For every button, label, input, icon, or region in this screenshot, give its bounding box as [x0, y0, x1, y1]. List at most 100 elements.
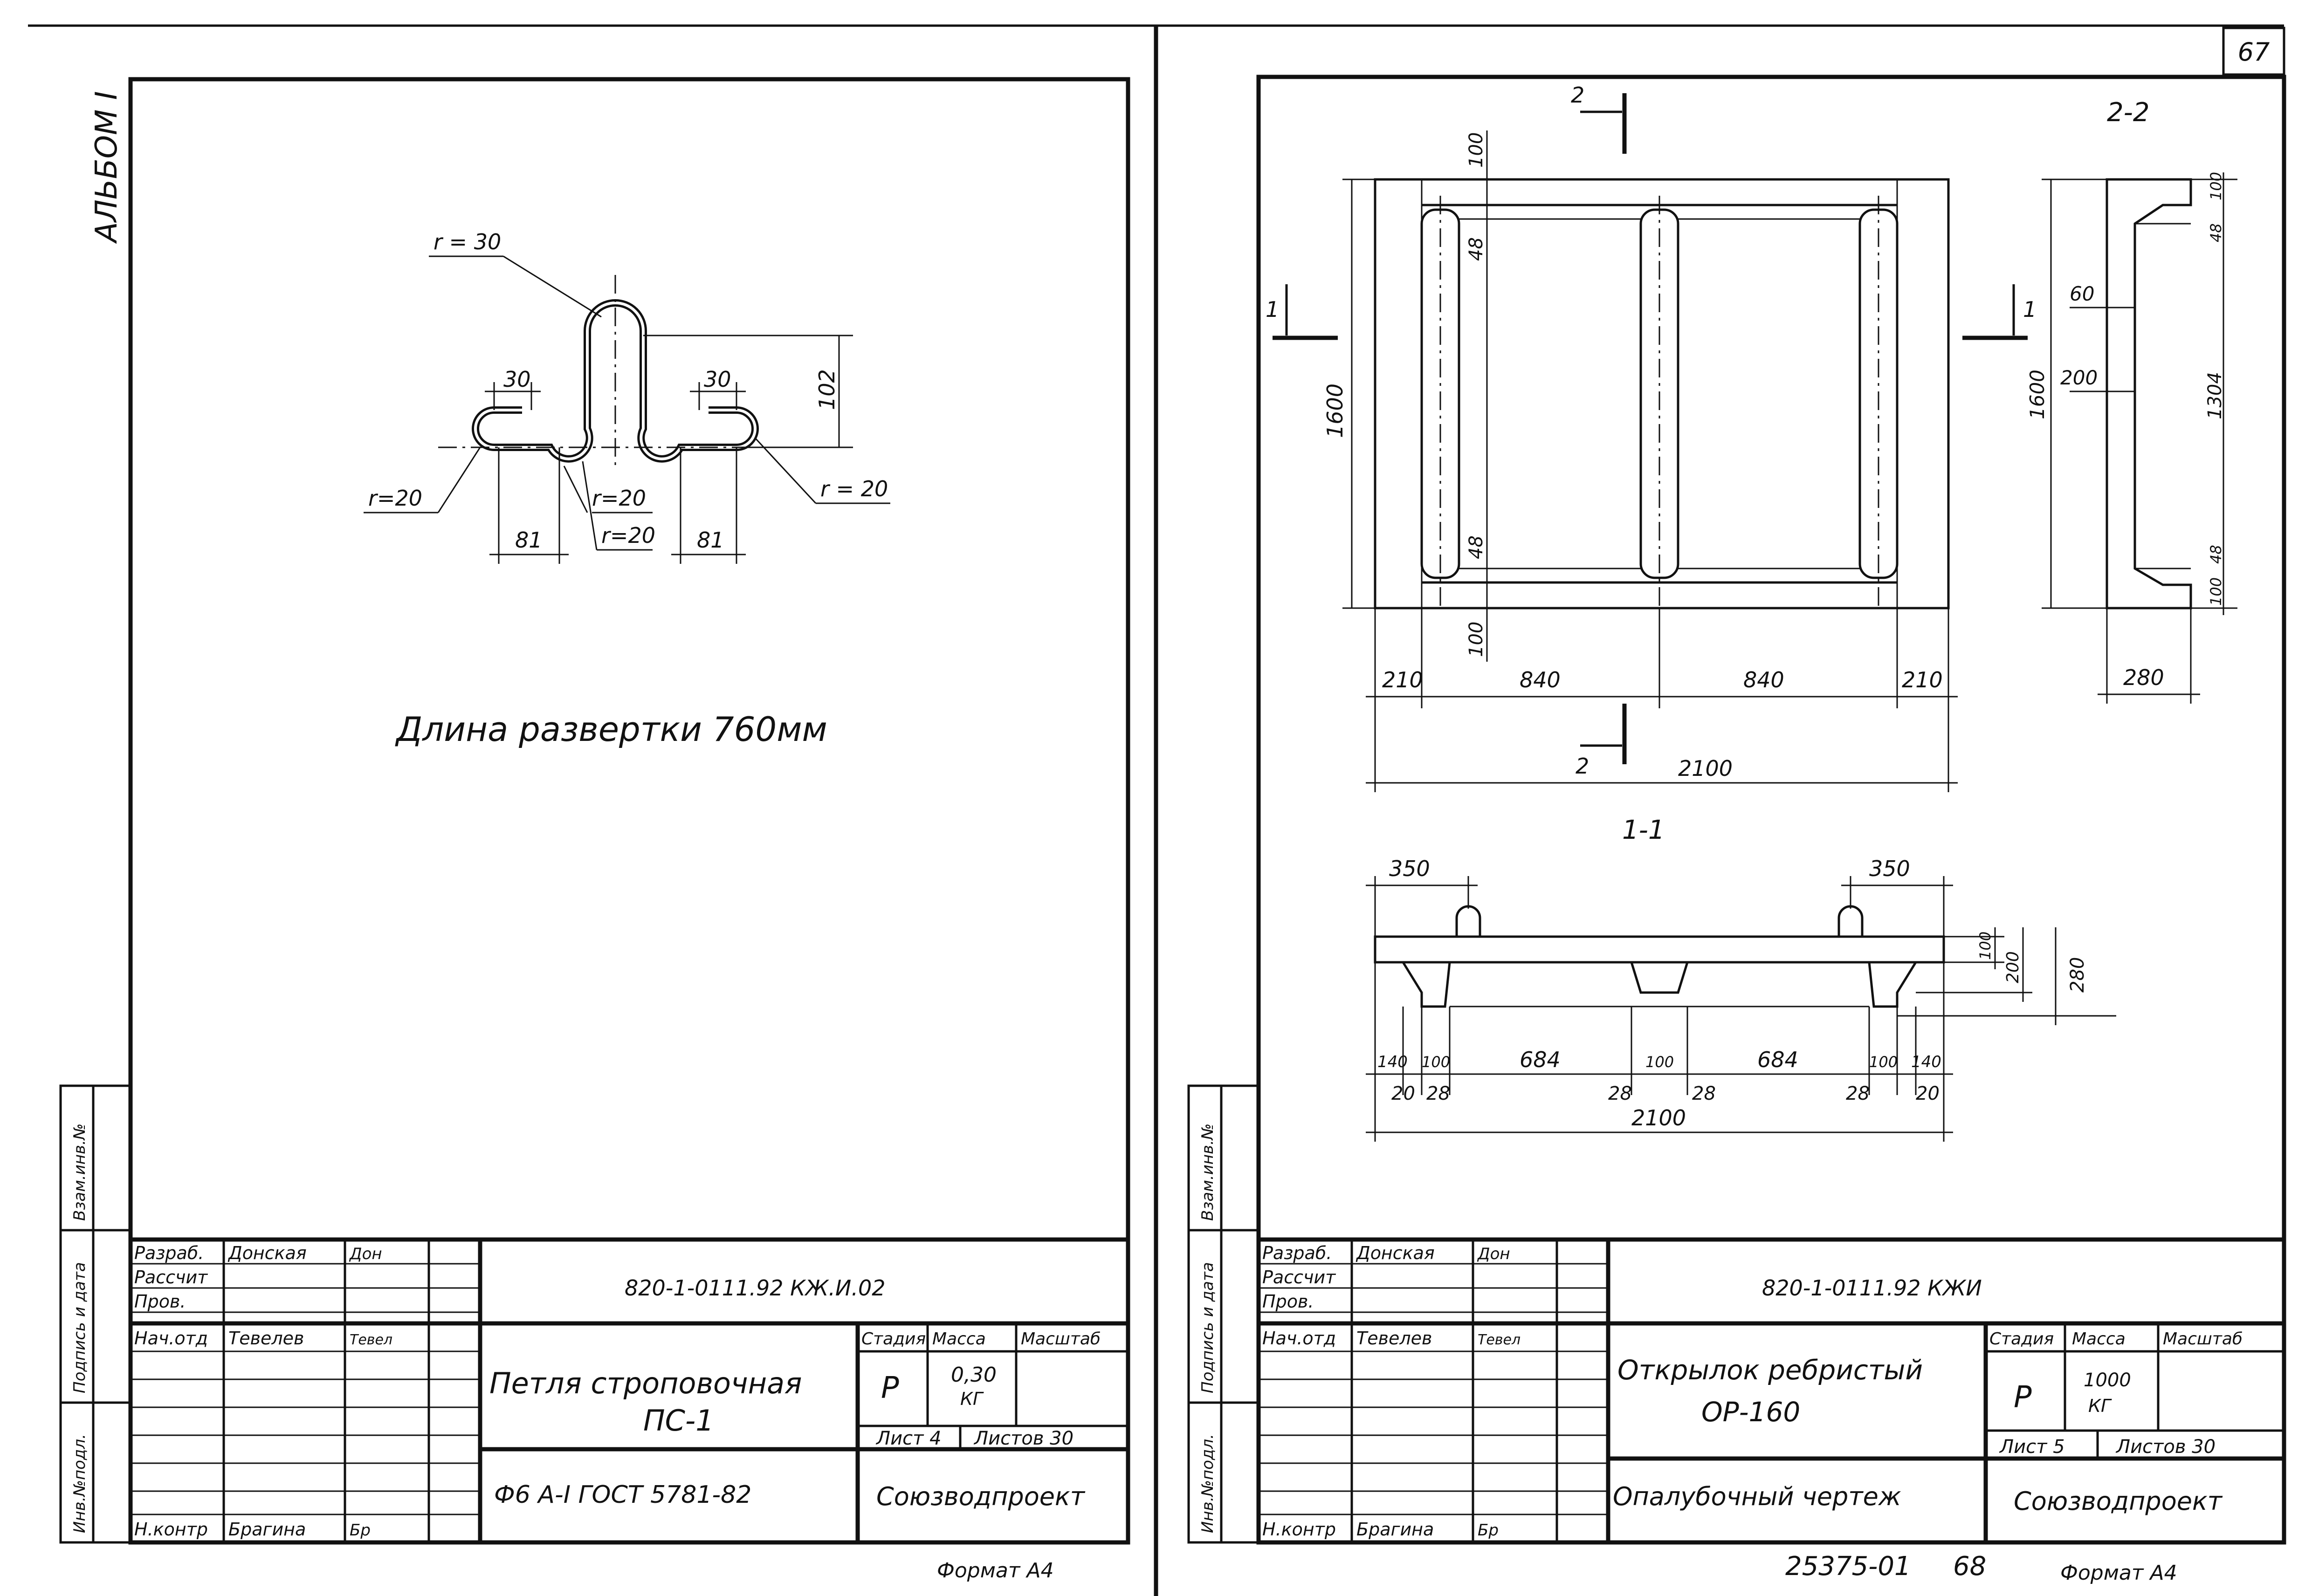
tb-stage-header: Стадия — [861, 1329, 926, 1349]
rtb-stage: Р — [2014, 1380, 2032, 1415]
plan-dim-100-top: 100 — [1466, 132, 1487, 168]
side-label-vzam: Взам.инв.№ — [70, 1123, 89, 1221]
rtb-mass-unit: КГ — [2088, 1396, 2112, 1416]
side-label-podpis: Подпись и дата — [70, 1262, 89, 1393]
section-2-top: 2 — [1571, 82, 1584, 108]
plan-dim-100-bottom: 100 — [1466, 622, 1487, 657]
s11-b-684-2: 684 — [1757, 1047, 1798, 1072]
plan-dim-840-right: 840 — [1743, 667, 1784, 692]
lifting-loop-drawing: 102 30 30 81 81 r = 30 r=20 — [364, 229, 890, 564]
rtb-title-1: Открылок ребристый — [1617, 1354, 1923, 1386]
section-2-bottom: 2 — [1576, 753, 1589, 779]
section-1-left: 1 — [1266, 297, 1279, 322]
s11-b-684-1: 684 — [1520, 1047, 1561, 1072]
dim-30-left: 30 — [503, 367, 531, 392]
r-side-label-inv: Инв.№подл. — [1198, 1434, 1217, 1533]
rtb-title-2: ОР-160 — [1701, 1396, 1800, 1428]
rtb-role-0: Разраб. — [1262, 1243, 1332, 1263]
s22-dim-48-top: 48 — [2207, 223, 2225, 242]
s11-b-20-left: 20 — [1391, 1083, 1415, 1104]
s11-dim-350-right: 350 — [1869, 856, 1910, 881]
tb-name-0: Донская — [227, 1243, 307, 1263]
plan-dim-840-left: 840 — [1520, 667, 1561, 692]
s11-dim-100: 100 — [1976, 932, 1994, 960]
tb-role-2: Пров. — [134, 1291, 186, 1312]
rtb-name-3: Тевелев — [1356, 1328, 1432, 1349]
s22-dim-60: 60 — [2070, 282, 2094, 305]
page-number: 67 — [2238, 37, 2270, 67]
right-sheet: Взам.инв.№ Подпись и дата Инв.№подл. 2 — [1187, 75, 2286, 1585]
s22-dim-100-bottom: 100 — [2207, 577, 2225, 606]
left-sheet: АЛЬБОМ I Взам.инв.№ Подпись и дата Инв.№… — [59, 77, 1130, 1582]
s11-b-28-3: 28 — [1692, 1083, 1716, 1104]
r-side-label-podpis: Подпись и дата — [1198, 1262, 1217, 1393]
tb-role-1: Рассчит — [134, 1267, 208, 1288]
section-1-right: 1 — [2023, 297, 2037, 322]
section-22-title: 2-2 — [2107, 97, 2149, 128]
s11-b-28-2: 28 — [1608, 1083, 1632, 1104]
rtb-role-2: Пров. — [1262, 1291, 1314, 1312]
rtb-role-1: Рассчит — [1262, 1267, 1336, 1288]
rtb-mass-header: Масса — [2072, 1329, 2126, 1349]
section-1-1: 1-1 350 350 100 200 — [1366, 815, 2116, 1142]
page-number-box — [2222, 27, 2285, 76]
plan-dim-1600: 1600 — [1322, 384, 1348, 438]
footer-code: 25375-01 — [1785, 1551, 1911, 1582]
plan-dim-2100: 2100 — [1678, 756, 1733, 781]
plan-dim-48-top: 48 — [1466, 237, 1487, 261]
section-11-title: 1-1 — [1622, 815, 1665, 845]
tb-title-1: Петля строповочная — [489, 1366, 802, 1400]
s11-b-100-1: 100 — [1422, 1053, 1450, 1071]
s22-dim-1600: 1600 — [2026, 370, 2049, 419]
rtb-mass: 1000 — [2084, 1370, 2131, 1391]
tb-mass-header: Масса — [932, 1329, 986, 1349]
s11-b-20-right: 20 — [1916, 1083, 1940, 1104]
s11-dim-2100: 2100 — [1631, 1105, 1686, 1130]
radius-left: r=20 — [368, 486, 422, 511]
s22-dim-280: 280 — [2123, 665, 2164, 690]
rtb-role-8: Н.контр — [1262, 1519, 1336, 1540]
radius-mid-1: r=20 — [592, 486, 646, 511]
album-label: АЛЬБОМ I — [89, 91, 124, 244]
tb-material: Ф6 А-I ГОСТ 5781-82 — [494, 1481, 751, 1509]
rtb-sheet: Лист 5 — [1999, 1436, 2065, 1458]
rtb-name-0: Донская — [1356, 1243, 1435, 1263]
tb-sign-0: Дон — [349, 1245, 382, 1263]
rtb-subtitle: Опалубочный чертеж — [1613, 1482, 1901, 1511]
tb-mass-unit: КГ — [960, 1389, 984, 1409]
tb-role-8: Н.контр — [134, 1519, 208, 1540]
section-2-2: 2-2 1600 60 200 100 48 1304 48 100 — [2026, 97, 2237, 704]
s11-dim-200: 200 — [2003, 951, 2023, 983]
tb-sign-8: Бр — [350, 1521, 371, 1540]
s11-b-28-4: 28 — [1846, 1083, 1870, 1104]
rtb-code: 820-1-0111.92 КЖИ — [1762, 1275, 1982, 1301]
s11-b-140-left: 140 — [1377, 1053, 1408, 1071]
s22-dim-1304: 1304 — [2204, 372, 2226, 419]
plan-dim-48-bottom: 48 — [1466, 535, 1487, 559]
length-note: Длина развертки 760мм — [395, 710, 827, 749]
radius-mid-2: r=20 — [601, 523, 655, 548]
right-format: Формат А4 — [2060, 1561, 2177, 1585]
plan-dim-210-right: 210 — [1902, 667, 1943, 692]
side-label-inv: Инв.№подл. — [70, 1434, 89, 1533]
s22-dim-100-top: 100 — [2207, 172, 2225, 200]
tb-sheets: Листов 30 — [973, 1428, 1073, 1449]
tb-mass: 0,30 — [951, 1363, 997, 1387]
dim-102: 102 — [814, 369, 839, 410]
rtb-sign-8: Бр — [1478, 1521, 1499, 1540]
tb-sheet: Лист 4 — [875, 1428, 942, 1449]
rtb-sign-0: Дон — [1477, 1245, 1510, 1263]
tb-scale-header: Масштаб — [1021, 1329, 1101, 1349]
plan-view: 2 2 1 1 1600 100 48 48 100 — [1266, 82, 2037, 792]
rtb-stage-header: Стадия — [1989, 1329, 2054, 1349]
rtb-scale-header: Масштаб — [2163, 1329, 2243, 1349]
s22-dim-48-bottom: 48 — [2207, 545, 2225, 564]
tb-code: 820-1-0111.92 КЖ.И.02 — [625, 1275, 886, 1301]
tb-org: Союзводпроект — [876, 1482, 1086, 1511]
s11-dim-350-left: 350 — [1389, 856, 1430, 881]
s11-dim-280: 280 — [2067, 957, 2088, 993]
tb-title-2: ПС-1 — [643, 1404, 714, 1438]
tb-role-3: Нач.отд — [134, 1328, 208, 1349]
footer-number: 68 — [1953, 1551, 1986, 1582]
right-title-block: Разраб. Донская Дон Рассчит Пров. Нач.от… — [1256, 1237, 2286, 1545]
